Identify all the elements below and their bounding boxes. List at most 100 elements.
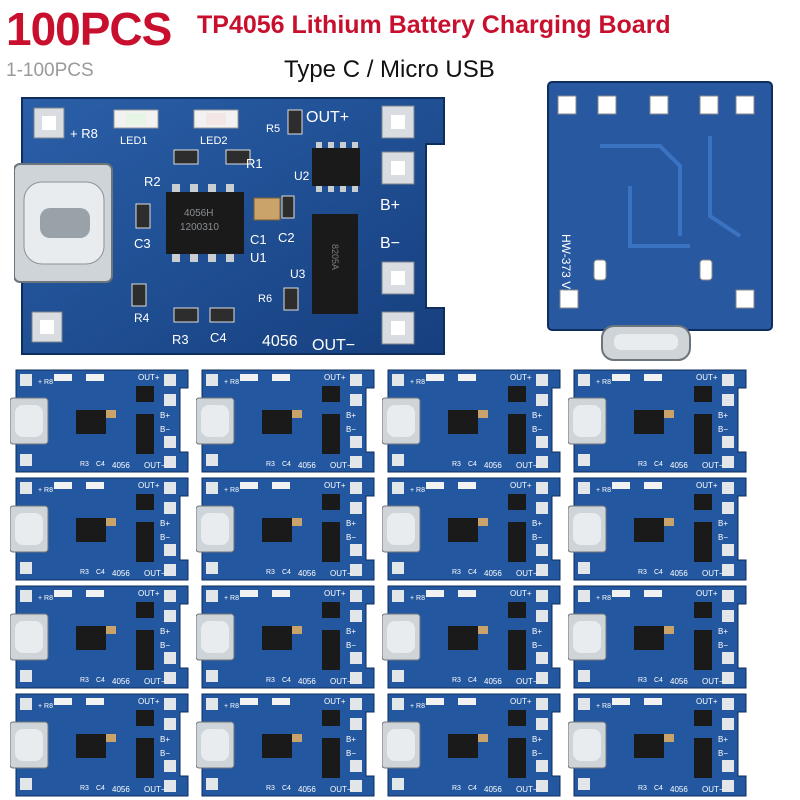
thumb-silkscreen-label: + R8 xyxy=(38,379,53,386)
label-led2: LED2 xyxy=(200,135,228,147)
label-u1: U1 xyxy=(250,250,267,265)
thumb-silkscreen-label: + R8 xyxy=(38,703,53,710)
thumb-silkscreen-label: OUT− xyxy=(144,569,166,578)
thumb-silkscreen-label: 4056 xyxy=(112,569,130,578)
thumb-silkscreen-label: B− xyxy=(160,749,170,758)
thumb-silkscreen-label: B− xyxy=(532,749,542,758)
thumb-silkscreen-label: OUT+ xyxy=(138,589,160,598)
label-model: 4056 xyxy=(262,333,298,350)
thumb-silkscreen-label: OUT− xyxy=(516,785,538,794)
thumb-silkscreen-label: B− xyxy=(160,425,170,434)
thumb-silkscreen-label: OUT+ xyxy=(324,697,346,706)
thumb-silkscreen-label: + R8 xyxy=(596,595,611,602)
thumb-silkscreen-label: B− xyxy=(160,641,170,650)
label-led1: LED1 xyxy=(120,135,148,147)
quantity-range: 1-100PCS xyxy=(6,60,94,81)
thumb-silkscreen-label: OUT− xyxy=(702,461,724,470)
thumb-silkscreen-label: C4 xyxy=(468,461,477,468)
thumb-silkscreen-label: B+ xyxy=(532,735,542,744)
thumb-silkscreen-label: C4 xyxy=(282,785,291,792)
thumb-silkscreen-label: R3 xyxy=(452,461,461,468)
thumb-silkscreen-label: + R8 xyxy=(224,595,239,602)
thumb-silkscreen-label: R3 xyxy=(80,461,89,468)
thumb-silkscreen-label: B+ xyxy=(160,411,170,420)
thumb-silkscreen-label: OUT+ xyxy=(510,697,532,706)
thumb-silkscreen-label: B+ xyxy=(160,627,170,636)
thumb-silkscreen-label: R3 xyxy=(452,785,461,792)
thumb-silkscreen-label: R3 xyxy=(638,569,647,576)
thumb-silkscreen-label: 4056 xyxy=(670,677,688,686)
thumb-silkscreen-label: 4056 xyxy=(298,569,316,578)
thumb-silkscreen-label: + R8 xyxy=(410,487,425,494)
label-c3: C3 xyxy=(134,236,151,251)
thumb-silkscreen-label: C4 xyxy=(282,461,291,468)
thumb-silkscreen-label: OUT+ xyxy=(324,481,346,490)
thumb-silkscreen-label: 4056 xyxy=(112,677,130,686)
thumb-silkscreen-label: B+ xyxy=(346,519,356,528)
board-front-image: 4056H 1200310 8205A + R8 LED1 LED2 R5 OU… xyxy=(14,97,445,355)
label-r1: R1 xyxy=(246,156,263,171)
thumb-silkscreen-label: B+ xyxy=(160,735,170,744)
thumb-silkscreen-label: OUT− xyxy=(330,785,352,794)
thumb-silkscreen-label: C4 xyxy=(282,569,291,576)
thumb-silkscreen-label: + R8 xyxy=(410,703,425,710)
thumb-silkscreen-label: OUT+ xyxy=(324,589,346,598)
thumb-silkscreen-label: 4056 xyxy=(484,785,502,794)
thumb-silkscreen-label: OUT− xyxy=(144,461,166,470)
thumb-silkscreen-label: OUT+ xyxy=(324,373,346,382)
thumb-silkscreen-label: + R8 xyxy=(224,703,239,710)
thumb-silkscreen-label: B− xyxy=(532,425,542,434)
thumb-silkscreen-label: OUT− xyxy=(330,677,352,686)
thumb-silkscreen-label: + R8 xyxy=(224,487,239,494)
label-r6: R6 xyxy=(258,293,272,305)
thumb-silkscreen-label: OUT− xyxy=(144,677,166,686)
thumb-silkscreen-label: OUT− xyxy=(516,569,538,578)
thumb-silkscreen-label: + R8 xyxy=(38,595,53,602)
thumb-silkscreen-label: OUT+ xyxy=(510,589,532,598)
variant-label: Type C / Micro USB xyxy=(284,56,495,83)
thumb-silkscreen-label: 4056 xyxy=(670,785,688,794)
label-r5: R5 xyxy=(266,123,280,135)
thumb-silkscreen-label: OUT− xyxy=(702,677,724,686)
label-u3: U3 xyxy=(290,267,306,281)
thumb-silkscreen-label: B+ xyxy=(346,411,356,420)
thumb-silkscreen-label: OUT− xyxy=(144,785,166,794)
thumb-silkscreen-label: B− xyxy=(346,533,356,542)
thumb-silkscreen-label: OUT+ xyxy=(510,373,532,382)
thumb-silkscreen-label: C4 xyxy=(654,461,663,468)
chip-marking-2: 1200310 xyxy=(180,222,219,233)
thumb-silkscreen-label: B− xyxy=(346,425,356,434)
thumb-silkscreen-label: 4056 xyxy=(484,677,502,686)
thumb-silkscreen-label: R3 xyxy=(452,569,461,576)
thumb-silkscreen-label: B− xyxy=(718,533,728,542)
thumb-silkscreen-label: OUT+ xyxy=(138,697,160,706)
label-u2: U2 xyxy=(294,169,310,183)
thumb-silkscreen-label: B+ xyxy=(718,519,728,528)
label-c4: C4 xyxy=(210,330,227,345)
thumb-silkscreen-label: R3 xyxy=(638,461,647,468)
thumb-silkscreen-label: + R8 xyxy=(38,487,53,494)
thumb-silkscreen-label: OUT− xyxy=(330,461,352,470)
thumb-silkscreen-label: OUT+ xyxy=(696,481,718,490)
label-r3: R3 xyxy=(172,332,189,347)
thumb-silkscreen-label: R3 xyxy=(266,569,275,576)
thumb-silkscreen-label: C4 xyxy=(654,785,663,792)
thumb-silkscreen-label: C4 xyxy=(468,677,477,684)
version-label: HW-373 V1.1 xyxy=(559,234,573,306)
thumb-silkscreen-label: R3 xyxy=(266,785,275,792)
thumb-silkscreen-label: B+ xyxy=(532,519,542,528)
thumb-silkscreen-label: R3 xyxy=(80,677,89,684)
thumb-silkscreen-label: + R8 xyxy=(224,379,239,386)
label-out-plus: OUT+ xyxy=(306,109,349,126)
thumb-silkscreen-label: R3 xyxy=(80,785,89,792)
thumb-silkscreen-label: 4056 xyxy=(670,461,688,470)
